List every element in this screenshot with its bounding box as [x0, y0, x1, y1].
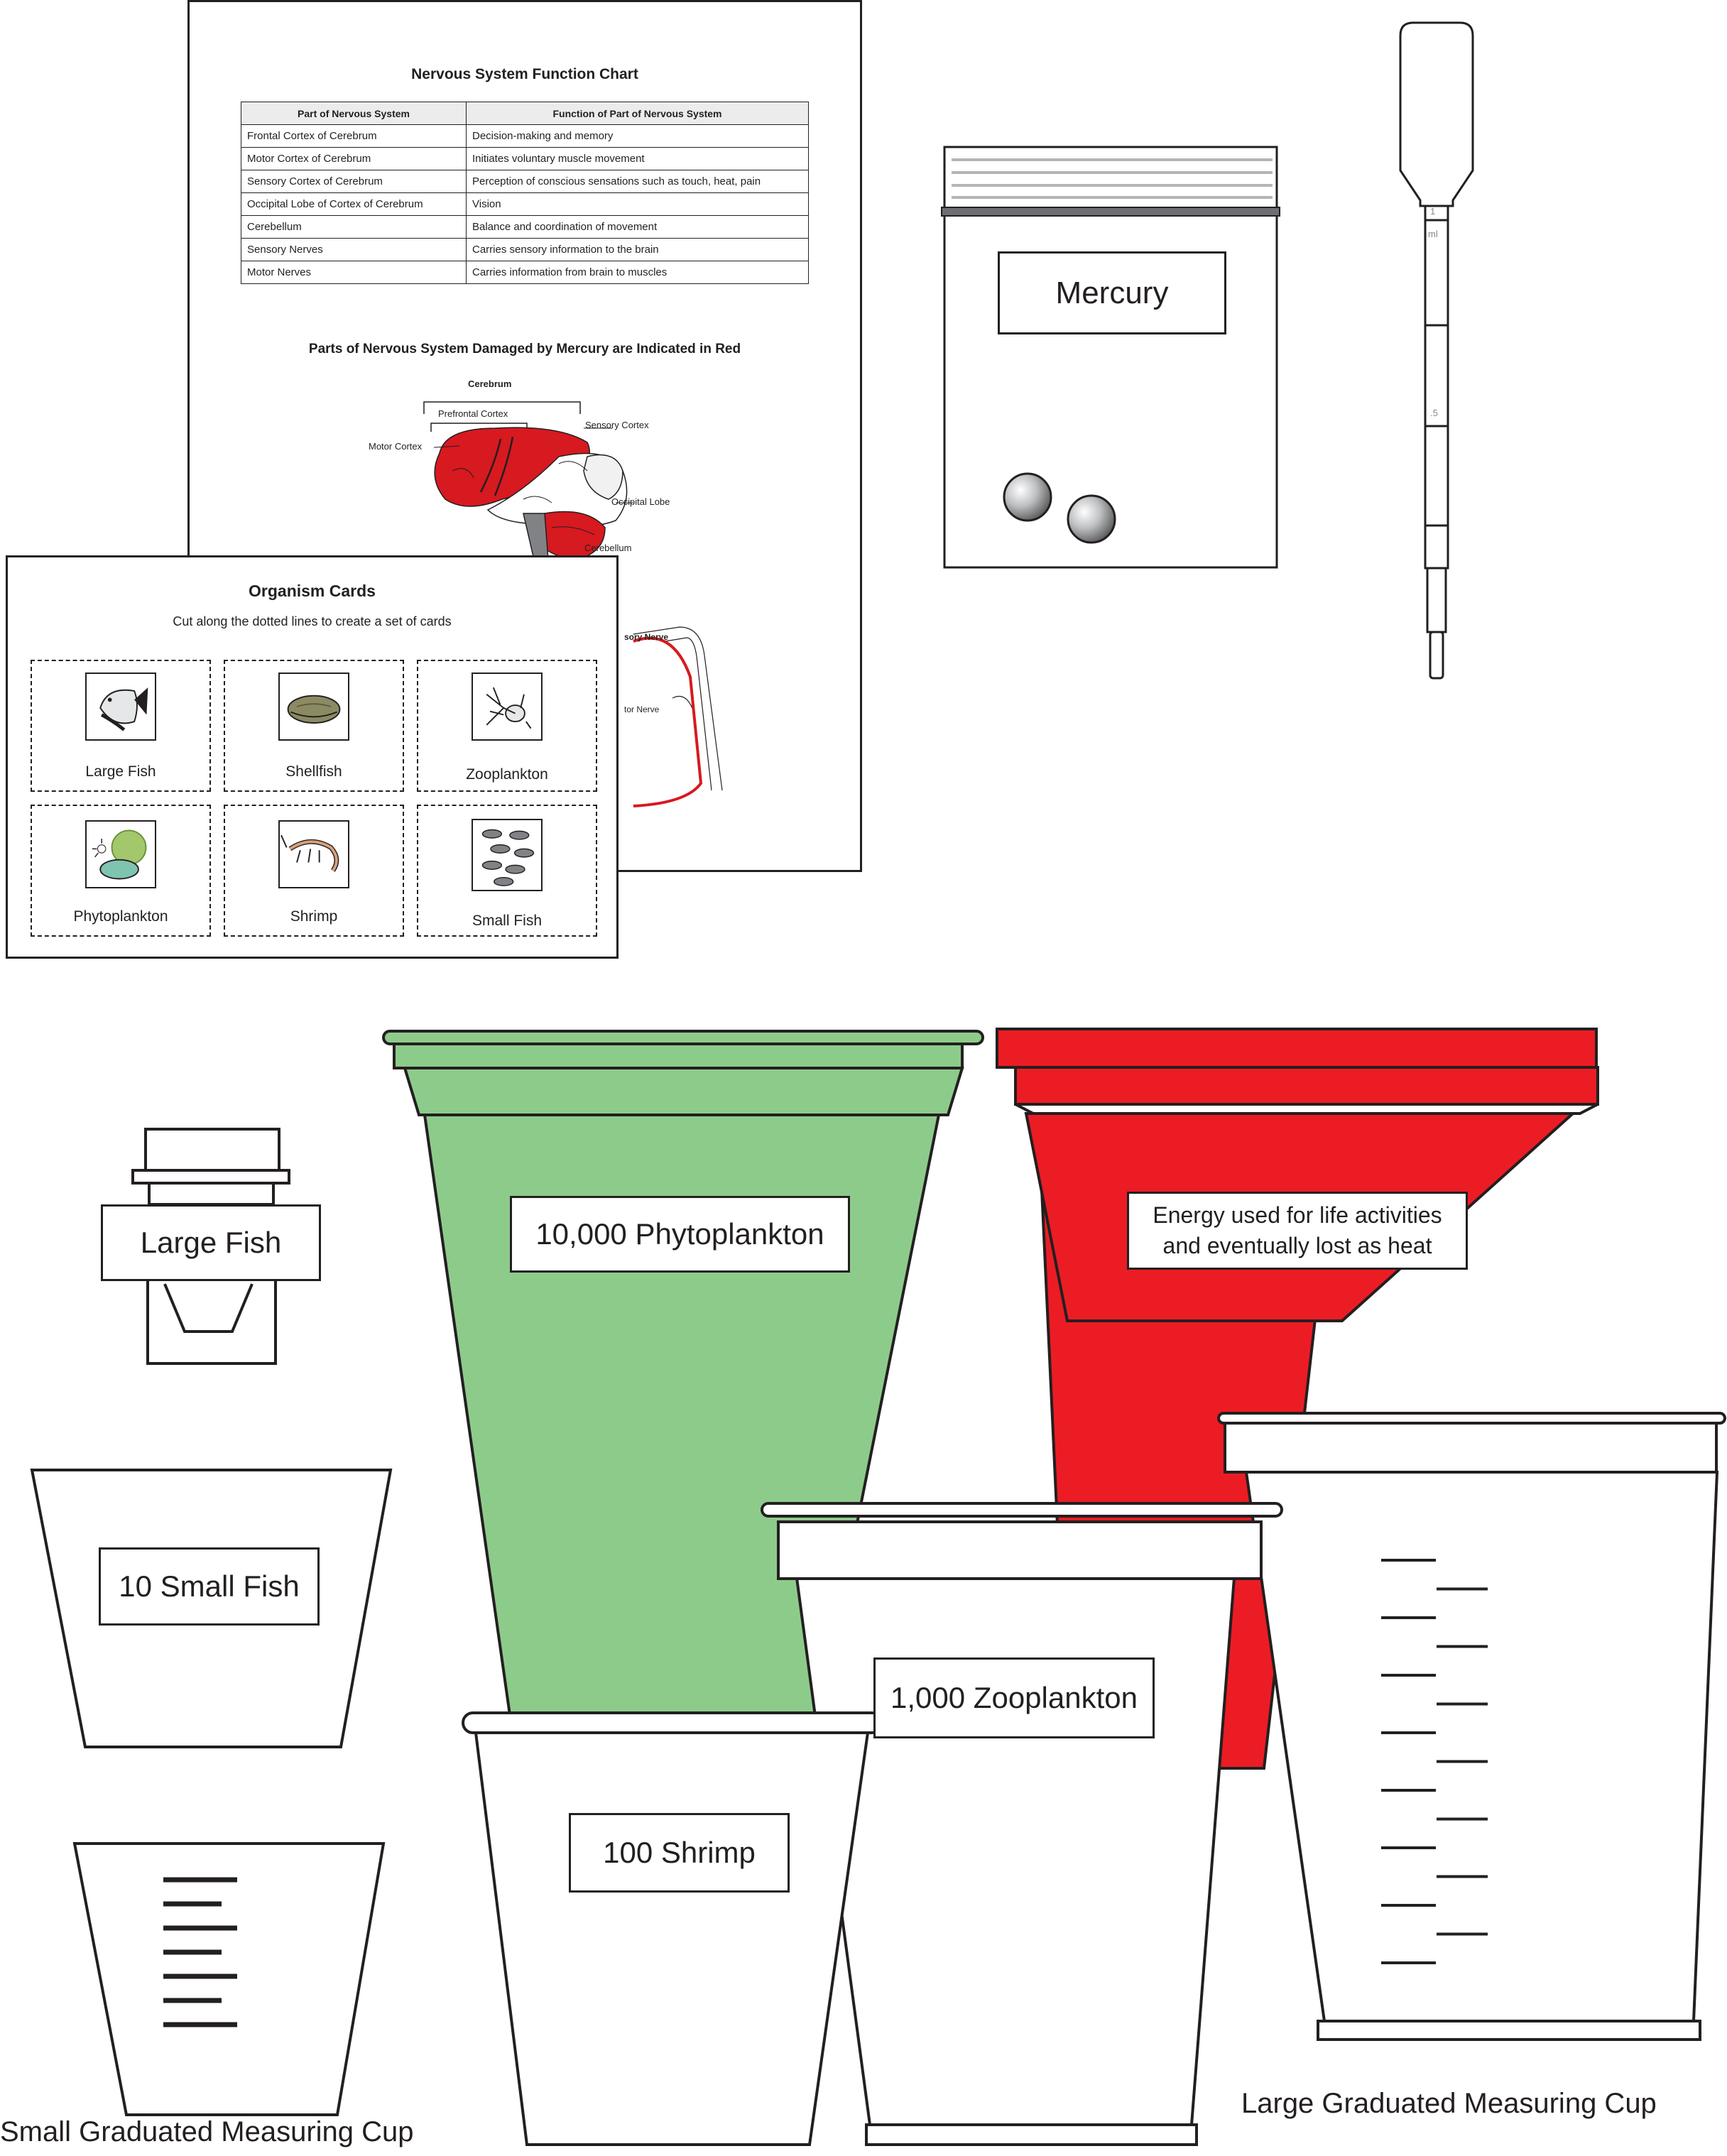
organism-card-large-fish: Large Fish [31, 660, 211, 792]
organism-cards-sheet: Organism Cards Cut along the dotted line… [6, 555, 619, 959]
card-label: Shrimp [290, 908, 338, 925]
function-table: Part of Nervous System Function of Part … [241, 102, 809, 284]
shellfish-icon [278, 673, 349, 741]
large-cup-caption: Large Graduated Measuring Cup [1241, 2088, 1657, 2119]
mercury-droplet [1003, 472, 1052, 522]
organism-card-phytoplankton: Phytoplankton [31, 805, 211, 937]
small-graduated-cup [72, 1842, 386, 2116]
pipette [1399, 21, 1474, 680]
nerve-label-motor: tor Nerve [624, 704, 660, 714]
shrimp-cup-label: 100 Shrimp [569, 1813, 790, 1893]
small-fish-icon [472, 819, 543, 891]
large-fish-cup-label: Large Fish [101, 1204, 321, 1281]
mercury-bag [941, 146, 1280, 569]
small-fish-cup-label: 10 Small Fish [99, 1547, 320, 1626]
organism-cards-title: Organism Cards [249, 582, 376, 600]
large-graduated-cup [1217, 1412, 1726, 2041]
brain-label-cerebrum: Cerebrum [468, 379, 512, 389]
card-label: Zooplankton [466, 766, 548, 783]
table-cell: Motor Nerves [241, 261, 467, 284]
card-label: Small Fish [472, 913, 543, 929]
table-cell: Sensory Nerves [241, 238, 467, 261]
brain-stem [523, 513, 549, 560]
brain-cerebellum [537, 511, 606, 560]
pipette-mark-half: .5 [1430, 408, 1438, 418]
organism-card-shrimp: Shrimp [224, 805, 404, 937]
energy-label-line1: Energy used for life activities [1153, 1202, 1442, 1228]
zooplankton-cup-label: 1,000 Zooplankton [873, 1657, 1155, 1738]
large-fish-icon [85, 673, 156, 741]
card-label: Shellfish [285, 763, 342, 780]
brain-label-sensory: Sensory Cortex [585, 420, 649, 430]
organism-card-small-fish: Small Fish [417, 805, 597, 937]
nerve-label-sensory: sory Nerve [624, 632, 669, 642]
table-cell: Occipital Lobe of Cortex of Cerebrum [241, 192, 467, 216]
table-cell: Carries information from brain to muscle… [466, 261, 809, 284]
mercury-label: Mercury [998, 251, 1226, 334]
brain-occipital [583, 454, 623, 500]
organism-cards-subtitle: Cut along the dotted lines to create a s… [173, 614, 452, 628]
phytoplankton-icon [85, 820, 156, 888]
phytoplankton-cup-label: 10,000 Phytoplankton [510, 1196, 850, 1273]
shrimp-icon [278, 820, 349, 888]
zooplankton-icon [472, 673, 543, 741]
table-header-row: Part of Nervous System Function of Part … [241, 102, 809, 125]
large-fish-cup [131, 1128, 290, 1365]
pipette-mark-ml: ml [1428, 229, 1438, 239]
table-header: Function of Part of Nervous System [466, 102, 809, 125]
brain-label-motor: Motor Cortex [369, 441, 423, 452]
pipette-mark-1: 1 [1430, 206, 1436, 217]
table-cell: Decision-making and memory [466, 124, 809, 148]
energy-label-line2: and eventually lost as heat [1162, 1233, 1432, 1258]
function-chart-title: Nervous System Function Chart [411, 66, 638, 82]
organism-card-shellfish: Shellfish [224, 660, 404, 792]
table-cell: Frontal Cortex of Cerebrum [241, 124, 467, 148]
small-cup-caption: Small Graduated Measuring Cup [0, 2116, 414, 2147]
small-cup-graduation-marks [163, 1877, 237, 2027]
damage-title: Parts of Nervous System Damaged by Mercu… [308, 342, 741, 356]
shrimp-cup [462, 1711, 883, 2146]
organism-card-zooplankton: Zooplankton [417, 660, 597, 792]
brain-label-cerebellum: Cerebellum [584, 543, 632, 553]
brain-label-occipital: Occipital Lobe [611, 496, 670, 507]
energy-cup-label: Energy used for life activities and even… [1127, 1192, 1468, 1270]
table-cell: Vision [466, 192, 809, 216]
table-cell: Perception of conscious sensations such … [466, 170, 809, 193]
mercury-droplet [1067, 494, 1116, 544]
card-label: Large Fish [85, 763, 156, 780]
card-label: Phytoplankton [73, 908, 168, 925]
brain-diagram [423, 401, 723, 807]
table-cell: Motor Cortex of Cerebrum [241, 147, 467, 170]
large-cup-graduation-marks [1381, 1559, 1488, 1964]
brain-label-prefrontal: Prefrontal Cortex [438, 408, 508, 419]
table-header: Part of Nervous System [241, 102, 467, 125]
